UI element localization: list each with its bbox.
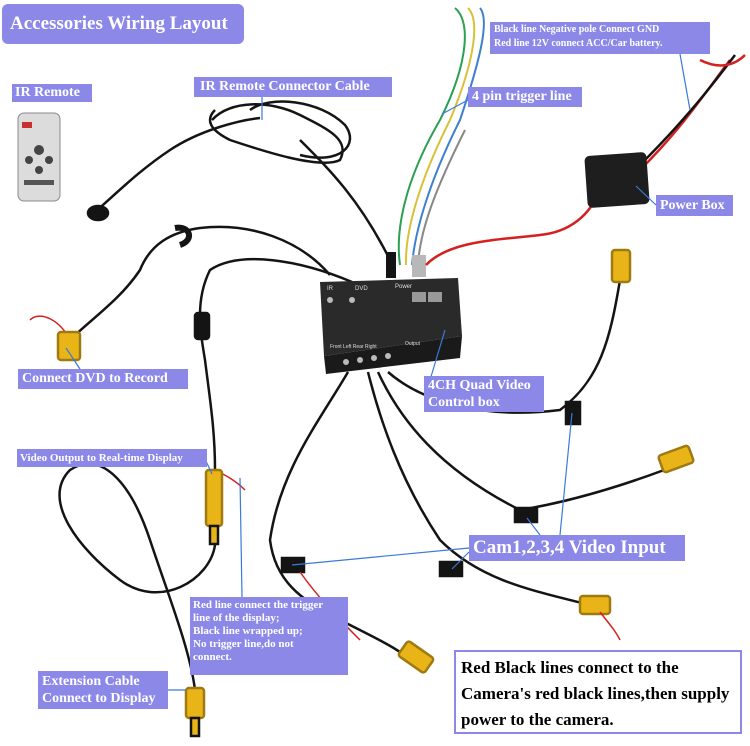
label-power-box: Power Box (656, 195, 733, 216)
extension-cable (58, 462, 217, 738)
dvd-cable (29, 224, 331, 362)
label-cam-input: Cam1,2,3,4 Video Input (469, 535, 685, 561)
video-output-cable (193, 257, 353, 546)
trigger-note-line-3: Black line wrapped up; (193, 625, 303, 637)
page-title: Accessories Wiring Layout (2, 4, 244, 44)
label-power-note: Black line Negative pole Connect GND Red… (490, 22, 710, 54)
trigger-note-line-1: Red line connect the trigger (193, 599, 324, 611)
power-wires (425, 54, 746, 266)
label-ir-remote-cable: IR Remote Connector Cable (194, 77, 392, 97)
label-control-box: 4CH Quad Video Control box (424, 376, 544, 412)
trigger-note-line-2: line of the display; (193, 612, 280, 624)
label-extension-cable: Extension Cable Connect to Display (38, 671, 168, 709)
label-camera-power-note: Red Black lines connect to the Camera's … (454, 650, 742, 734)
extension-line-1: Extension Cable (42, 674, 140, 689)
trigger-note-line-5: connect. (193, 651, 232, 663)
label-dvd: Connect DVD to Record (18, 369, 188, 389)
ir-remote-image (17, 112, 61, 202)
label-trigger-line: 4 pin trigger line (468, 87, 582, 107)
camera-cables (268, 248, 695, 674)
label-video-output: Video Output to Real-time Display (17, 449, 207, 467)
label-ir-remote: IR Remote (12, 84, 92, 102)
power-note-line-1: Black line Negative pole Connect GND (494, 24, 660, 35)
box-port-output: Output (405, 341, 421, 347)
box-port-ir: IR (327, 286, 334, 292)
control-box-image: DVD IR Power Front Left Rear Right Outpu… (320, 278, 462, 374)
trigger-note-line-4: No trigger line,do not (193, 638, 294, 650)
power-box-image (584, 152, 650, 208)
control-box-line-2: Control box (428, 395, 500, 410)
box-port-power: Power (395, 284, 412, 290)
box-port-dvd: DVD (355, 286, 368, 292)
pointer-lines (65, 53, 691, 691)
box-port-cams: Front Left Rear Right (330, 344, 377, 350)
label-trigger-note: Red line connect the trigger line of the… (190, 597, 348, 675)
control-box-line-1: 4CH Quad Video (428, 378, 531, 393)
power-note-line-2: Red line 12V connect ACC/Car battery. (494, 38, 663, 49)
extension-line-2: Connect to Display (42, 691, 156, 706)
ir-cable (86, 100, 392, 261)
trigger-lines (386, 7, 485, 278)
